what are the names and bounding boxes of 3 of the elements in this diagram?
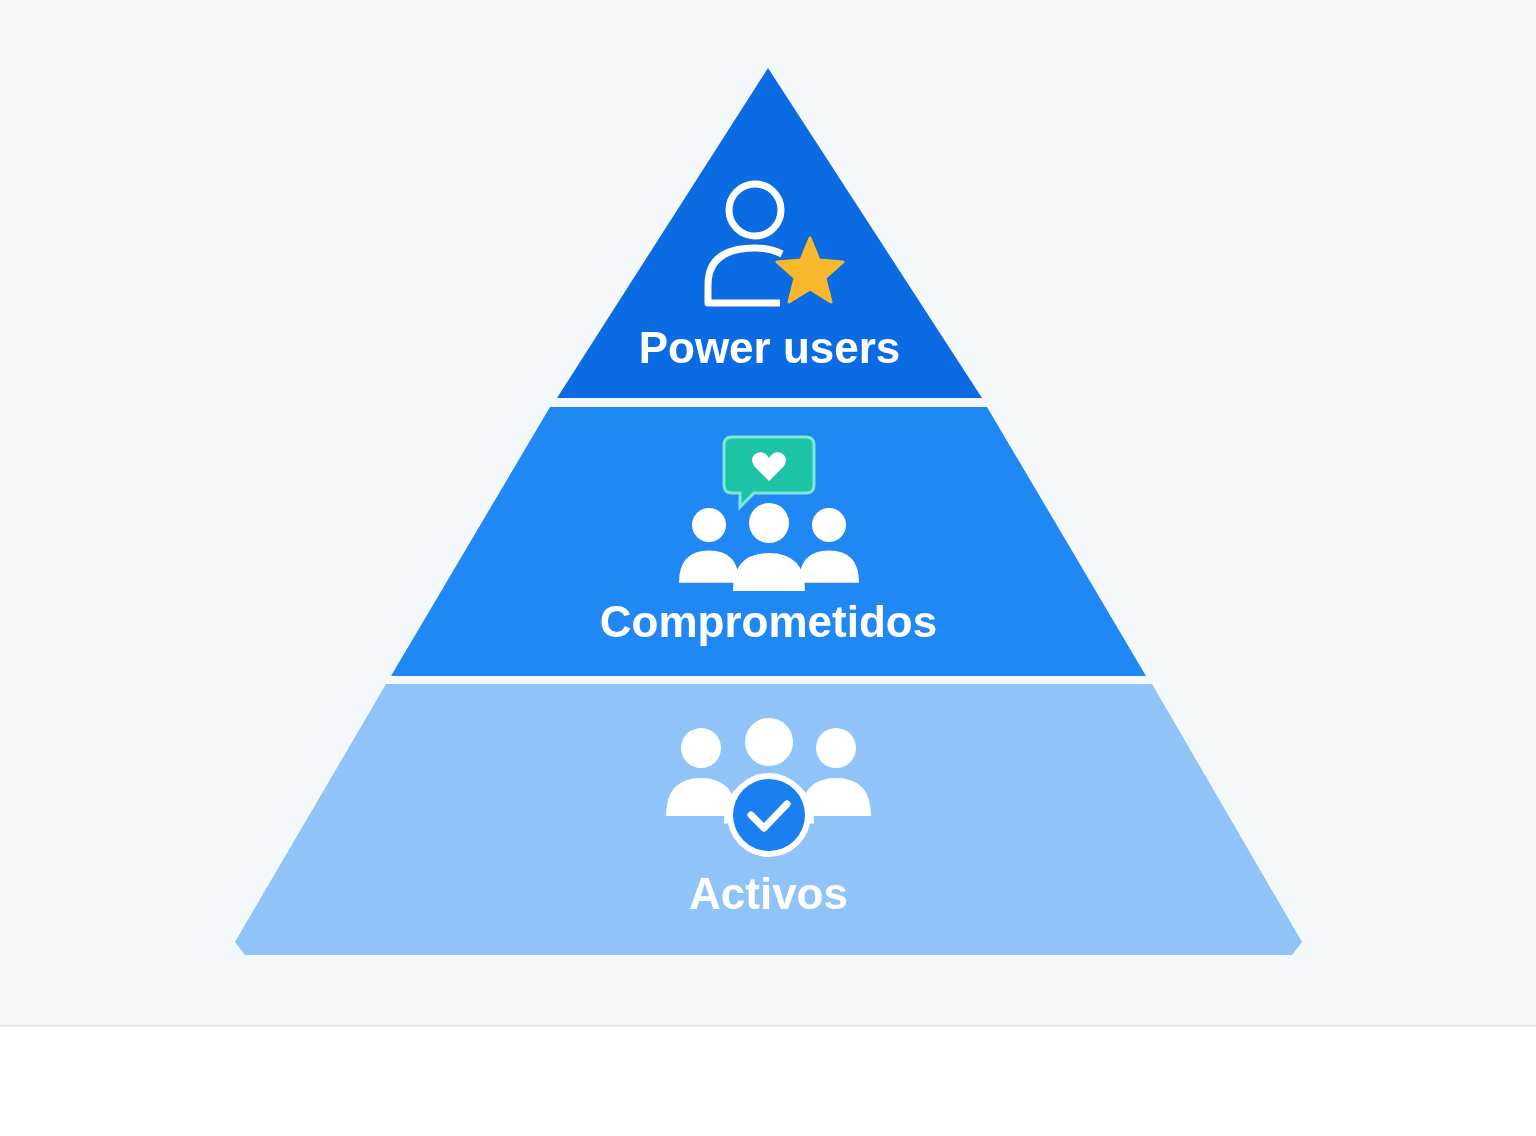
tier-label: Power users: [638, 323, 901, 372]
tier-label: Comprometidos: [599, 597, 938, 646]
tier-label: Activos: [689, 869, 848, 918]
